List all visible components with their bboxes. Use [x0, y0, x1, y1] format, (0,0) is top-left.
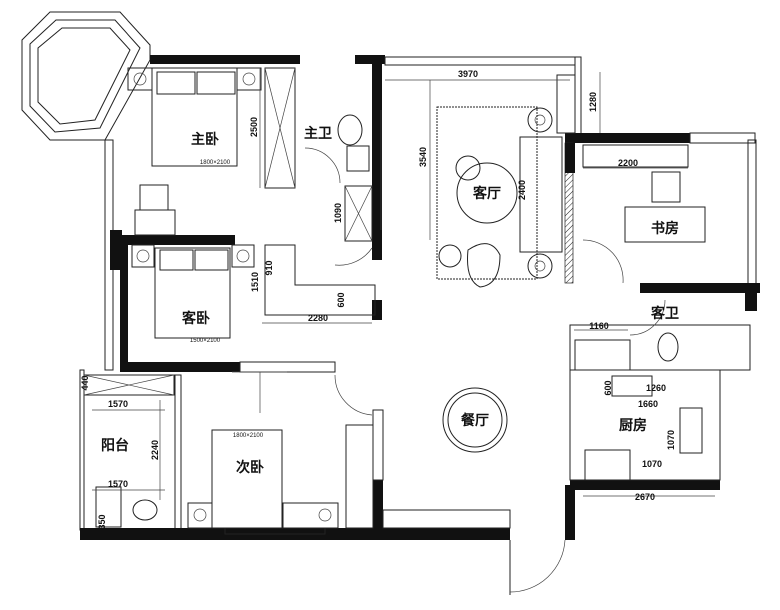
dim-kitchen-c: 1070 — [642, 459, 662, 469]
label-guest-bedroom: 客卧 — [181, 310, 210, 327]
second-bed — [211, 429, 283, 529]
sink — [346, 145, 370, 172]
rug — [436, 106, 538, 280]
dim-kitchen-b: 1070 — [666, 430, 676, 450]
dim-living-width: 3970 — [458, 69, 478, 79]
dim-guest-bath-counter: 1160 — [589, 321, 609, 331]
study-cabinet — [582, 144, 689, 168]
label-master-bedroom: 主卧 — [191, 131, 219, 148]
armchair — [467, 243, 501, 288]
dim-balcony-depth: 2240 — [150, 440, 160, 460]
guest-bed — [154, 247, 231, 339]
guest-wardrobe — [264, 244, 376, 316]
dim-balcony-bottom: 1570 — [108, 479, 128, 489]
label-guest-bath: 客卫 — [650, 305, 679, 322]
label-living-room: 客厅 — [472, 185, 501, 202]
stove — [611, 375, 653, 397]
dim-balcony-top: 1570 — [108, 399, 128, 409]
furniture — [83, 67, 706, 529]
dim-balcony-small: 350 — [97, 514, 107, 529]
dim-master-wardrobe: 2500 — [249, 117, 259, 137]
dim-study-cabinet: 2200 — [618, 158, 638, 168]
label-dining-room: 餐厅 — [460, 412, 489, 429]
wardrobe — [264, 67, 296, 189]
dim-kitchen-a: 1660 — [638, 399, 658, 409]
dim-guest-wardrobe-a: 910 — [264, 260, 274, 275]
coffee-table — [456, 162, 518, 224]
label-kitchen: 厨房 — [619, 417, 647, 434]
dimension-labels: 3970 1280 2500 3540 2400 2200 1090 910 1… — [80, 69, 676, 530]
kitchen-sink — [679, 407, 703, 454]
dim-guest-wardrobe-d: 2280 — [308, 313, 328, 323]
chair — [139, 184, 169, 211]
sofa — [519, 136, 563, 253]
dim-kitchen-counter: 600 — [603, 380, 613, 395]
toilet — [337, 114, 363, 146]
nightstand — [127, 67, 153, 91]
label-study: 书房 — [651, 220, 679, 237]
bed-size-master: 1800×2100 — [200, 160, 231, 166]
dim-bath-cabinet: 1090 — [333, 203, 343, 223]
label-balcony: 阳台 — [101, 437, 129, 454]
bay-window — [21, 11, 151, 141]
bed-size-second: 1800×2100 — [233, 433, 264, 439]
room-labels: 主卧 主卫 客厅 书房 客卫 客卧 阳台 次卧 厨房 餐厅 — [101, 125, 679, 476]
dim-balcony-cabinet: 440 — [80, 375, 90, 390]
doors — [304, 110, 666, 593]
dim-guest-wardrobe-b: 1510 — [250, 272, 260, 292]
bed-size-guest: 1500×2100 — [190, 338, 221, 344]
dim-kitchen-stove: 1260 — [646, 383, 666, 393]
master-bed — [151, 67, 238, 167]
walls — [79, 55, 760, 595]
dim-living-depth: 3540 — [418, 147, 428, 167]
label-master-bath: 主卫 — [304, 125, 332, 142]
dim-guest-wardrobe-c: 600 — [336, 292, 346, 307]
dim-living-right: 1280 — [588, 92, 598, 112]
desk — [134, 209, 176, 236]
study-desk — [624, 206, 706, 243]
dim-kitchen-width: 2670 — [635, 492, 655, 502]
label-second-bedroom: 次卧 — [236, 459, 264, 476]
bed-sizes: 1800×2100 1500×2100 1800×2100 — [190, 160, 264, 439]
dining-table — [442, 387, 508, 453]
dim-sofa: 2400 — [517, 180, 527, 200]
dimension-lines — [92, 68, 715, 500]
